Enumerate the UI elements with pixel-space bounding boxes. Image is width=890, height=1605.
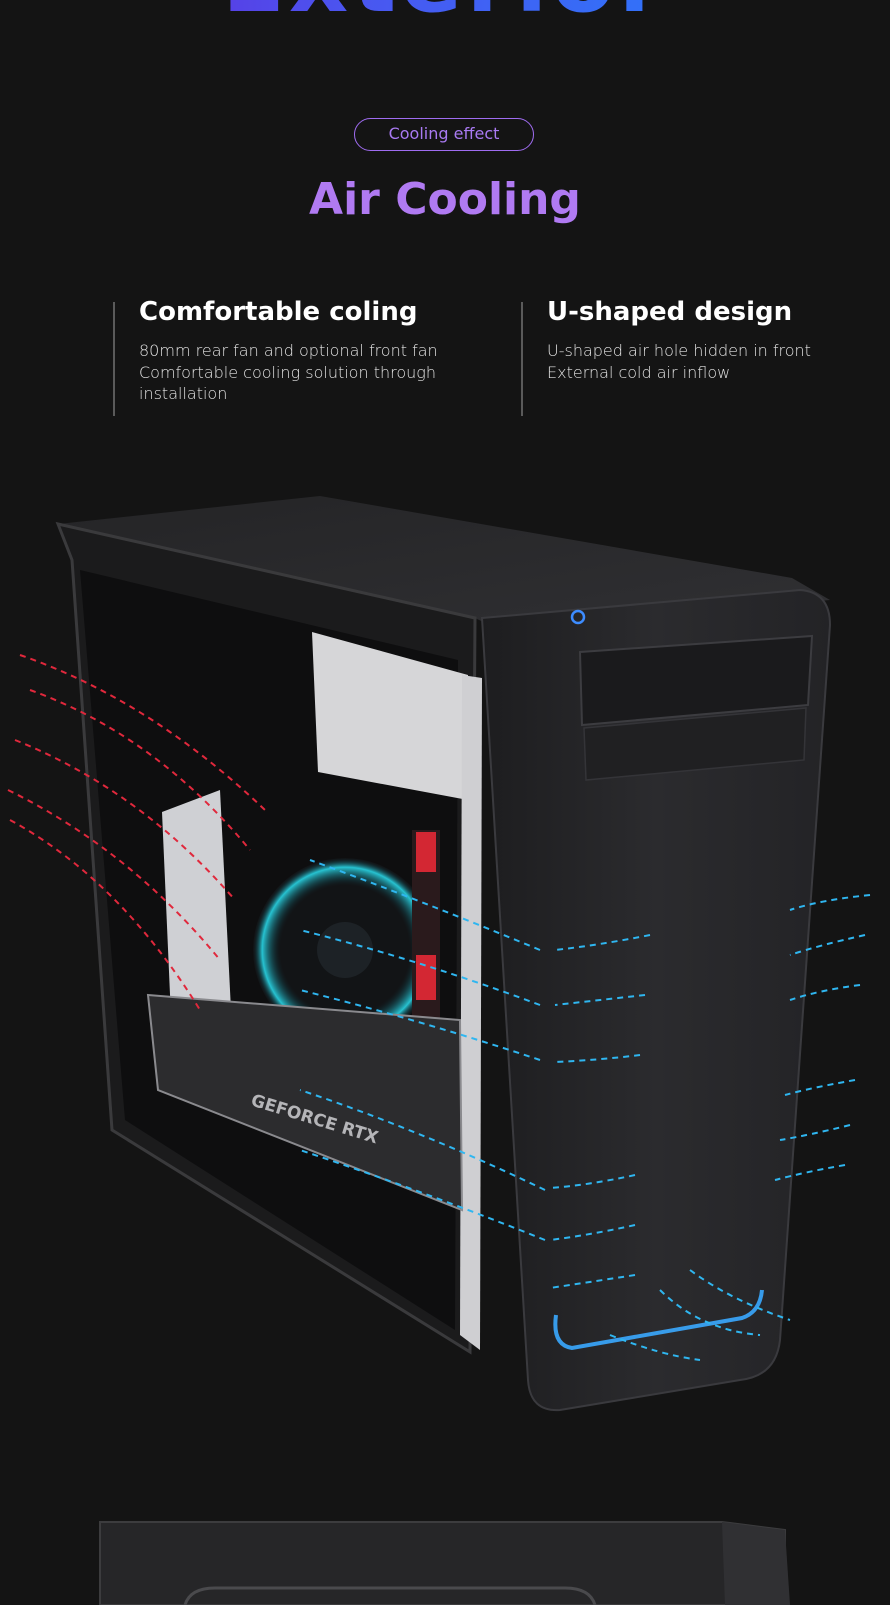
front-led-strip <box>553 1289 764 1351</box>
feature-line: External cold air inflow <box>547 362 731 382</box>
feature-description: 80mm rear fan and optional front fan Com… <box>139 340 483 405</box>
drive-cage <box>312 632 468 800</box>
case-top-edge <box>99 1521 786 1605</box>
feature-title: Comfortable coling <box>139 297 418 327</box>
feature-u-shaped-design: U-shaped design U-shaped air hole hidden… <box>521 297 861 416</box>
optical-drive-bay <box>578 634 814 727</box>
feature-title: U-shaped design <box>547 297 793 327</box>
fan-hub <box>317 922 373 978</box>
case-preview-illustration <box>99 1521 790 1605</box>
case-top-panel <box>58 496 830 630</box>
hero-heading: Exterior <box>0 0 890 26</box>
feature-line: installation <box>139 384 228 403</box>
cold-airflow-lines <box>299 859 871 1361</box>
feature-line: 80mm rear fan and optional front fan <box>139 341 438 360</box>
feature-description: U-shaped air hole hidden in front Extern… <box>547 340 861 383</box>
section-badge: Cooling effect <box>354 118 534 151</box>
graphics-card <box>146 993 464 1212</box>
power-button-icon <box>570 609 586 625</box>
case-front-panel <box>480 588 832 1412</box>
ram-heat-marks <box>416 955 436 1000</box>
pc-case-airflow-illustration: GEFORCE RTX <box>7 496 871 1412</box>
feature-line: U-shaped air hole hidden in front <box>547 341 811 360</box>
feature-comfortable-cooling: Comfortable coling 80mm rear fan and opt… <box>113 297 483 416</box>
hot-airflow-lines <box>7 654 266 1011</box>
drive-bay-lower <box>583 707 807 781</box>
case-panel-arc <box>183 1586 597 1605</box>
feature-line: Comfortable cooling solution through <box>139 362 437 382</box>
section-title: Air Cooling <box>309 174 581 225</box>
front-mount-rail <box>460 675 482 1350</box>
case-front-bevel <box>722 1522 790 1605</box>
ram-heat-marks <box>416 832 436 872</box>
